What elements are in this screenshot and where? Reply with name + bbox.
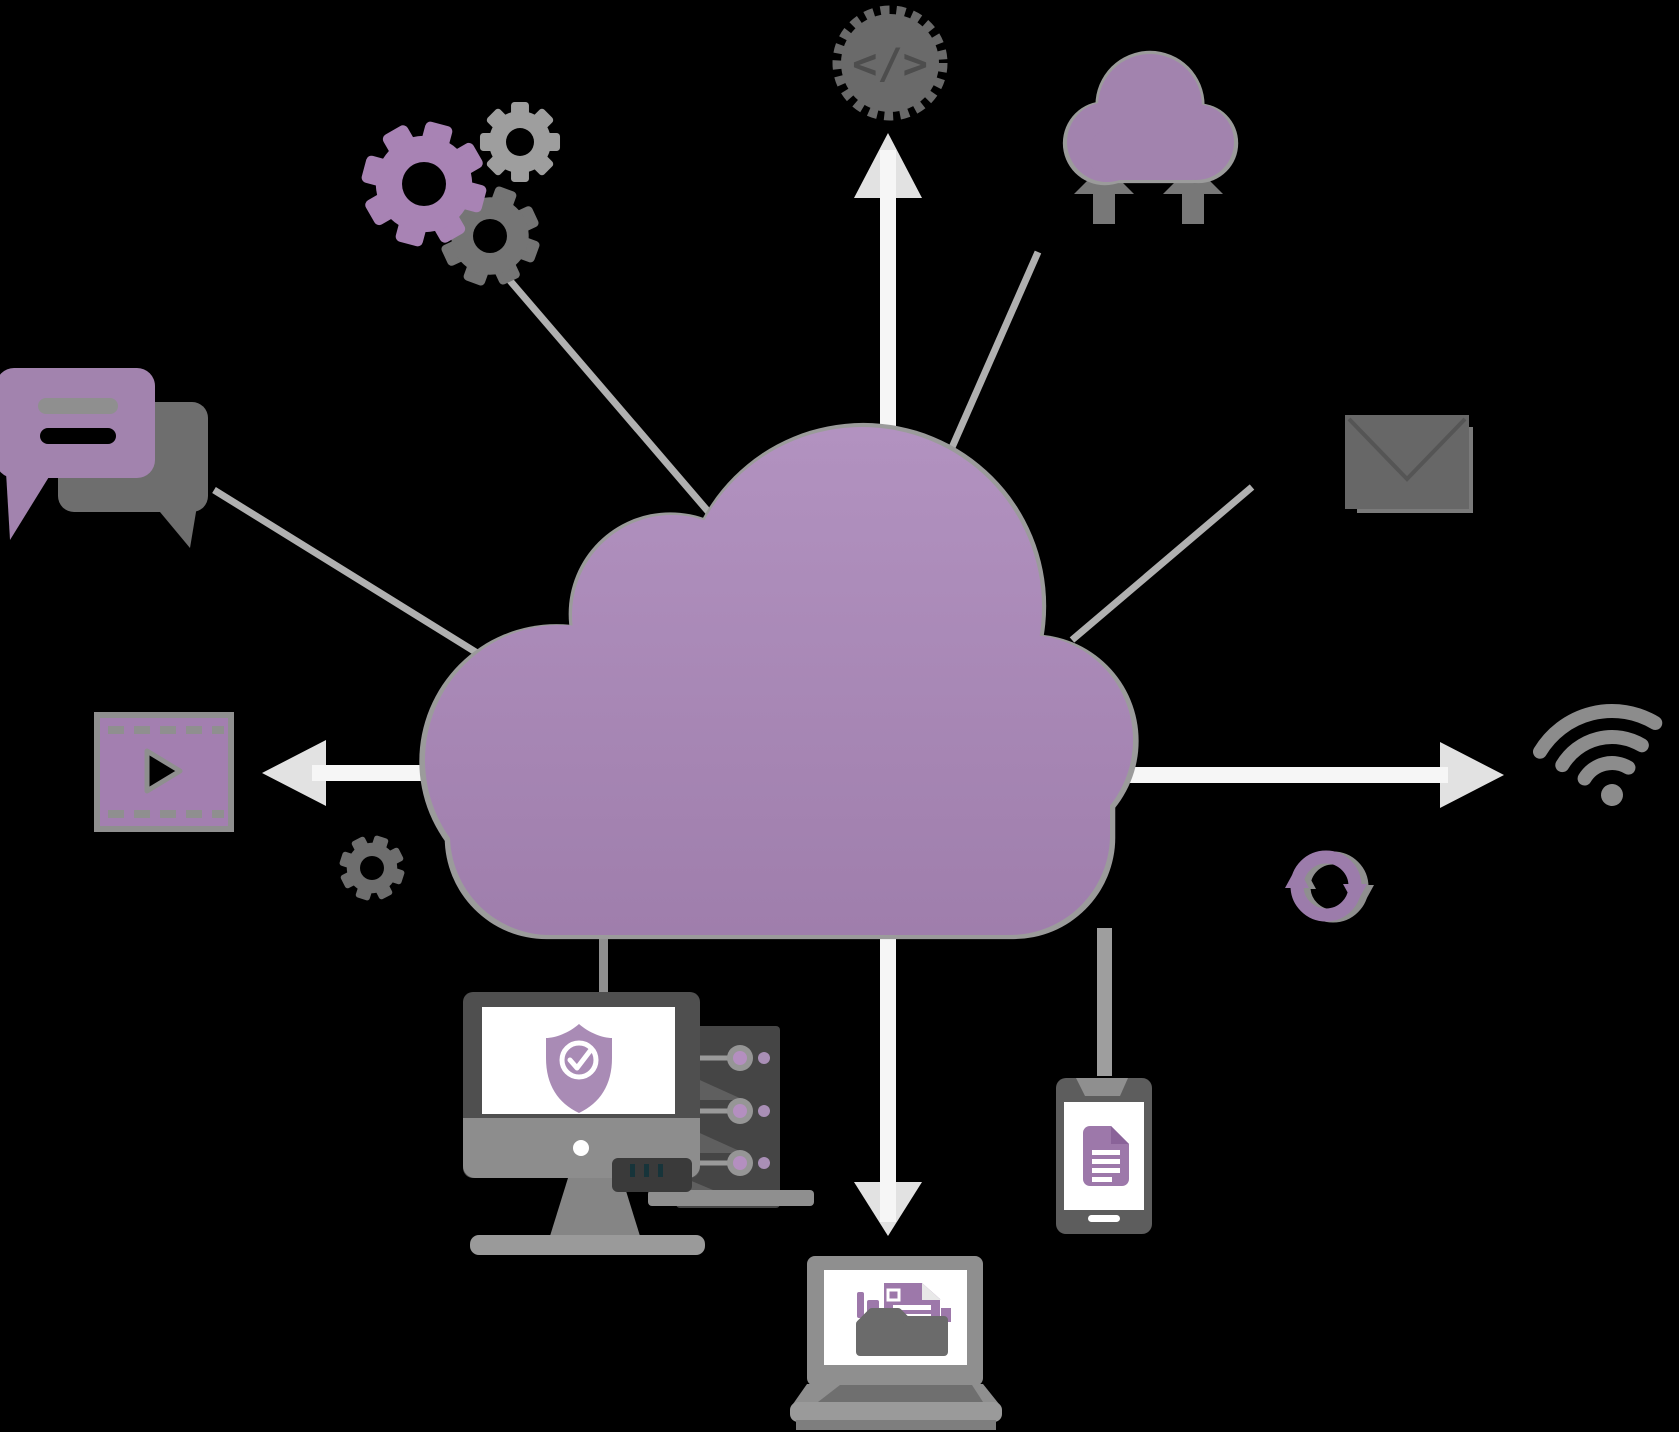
arrow-down <box>854 900 922 1236</box>
chat-bubble-purple <box>0 368 155 540</box>
document-icon <box>1083 1126 1129 1186</box>
central-cloud <box>419 422 1139 940</box>
envelope-flap <box>1347 417 1467 482</box>
laptop-base <box>790 1402 1002 1422</box>
server-rack-base <box>648 1190 814 1206</box>
checkmark-icon <box>567 1048 593 1071</box>
chat-bubbles-icon <box>0 368 208 548</box>
laptop-keyboard <box>818 1385 983 1402</box>
code-badge-icon: </> <box>832 5 948 121</box>
monitor-base <box>470 1235 705 1255</box>
connector-cloud-to-phone <box>1097 928 1112 1076</box>
play-icon <box>144 748 183 794</box>
laptop-files-icon <box>790 1256 1002 1430</box>
arrow-left-head <box>262 740 326 806</box>
mail-envelope-icon <box>1345 415 1473 513</box>
sync-arrowhead <box>1285 866 1309 888</box>
arrow-up-shaft <box>880 150 896 440</box>
arrow-right-head <box>1440 742 1504 808</box>
sync-arrows-icon <box>1285 850 1374 923</box>
monitor-plug <box>612 1158 692 1192</box>
small-gear-icon <box>331 827 413 909</box>
connector-cloud-to-desktop <box>599 938 608 994</box>
wifi-icon <box>1532 704 1663 806</box>
shield-check-icon <box>546 1024 612 1113</box>
folder-documents-icon <box>856 1283 951 1356</box>
monitor-button <box>573 1140 589 1156</box>
phone-document-icon <box>1056 1078 1152 1234</box>
secure-desktop-monitor <box>463 992 705 1255</box>
arrow-down-shaft <box>880 900 896 1222</box>
sync-arrowhead <box>1343 884 1367 906</box>
phone-home-bar <box>1088 1215 1120 1222</box>
cloud-upload-icon <box>1062 50 1239 224</box>
chat-line <box>40 428 116 444</box>
arrow-right <box>1118 742 1504 808</box>
arrow-right-shaft <box>1118 767 1448 783</box>
chat-line <box>38 398 118 414</box>
connector-upload-to-cloud <box>946 250 1042 454</box>
phone-notch <box>1076 1078 1128 1096</box>
code-symbol-text: </> <box>852 39 928 88</box>
folder-icon <box>856 1308 948 1356</box>
monitor-stand <box>550 1178 640 1236</box>
connector-envelope-to-cloud <box>1069 484 1255 643</box>
video-player-icon <box>94 712 234 832</box>
connector-gears-to-cloud <box>503 273 727 533</box>
gears-icon <box>347 101 561 300</box>
arrow-up <box>854 133 922 440</box>
